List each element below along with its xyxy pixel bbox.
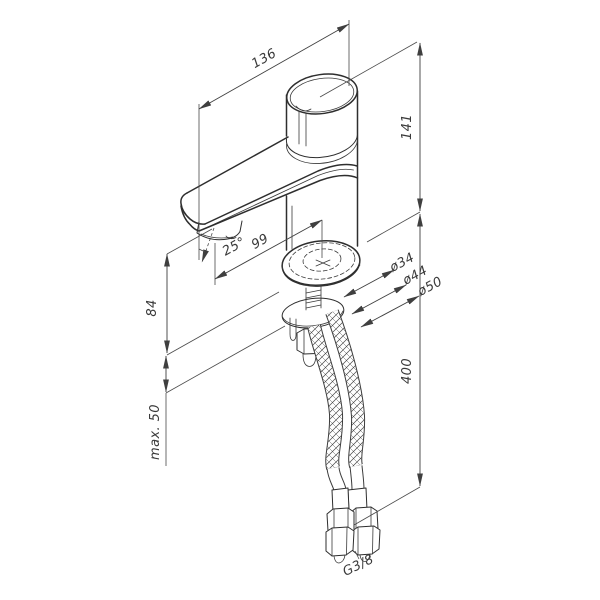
dim-label-84: 84 xyxy=(145,299,160,316)
spray-direction-line xyxy=(201,227,215,263)
supply-hoses xyxy=(307,309,381,564)
stud-bolt xyxy=(289,317,297,341)
dim-label-400: 400 xyxy=(400,358,415,384)
hose-rear-end xyxy=(350,465,364,491)
dimension-84: 84 xyxy=(145,228,213,354)
handle-top-ellipse xyxy=(285,73,359,115)
dimension-99: 99 xyxy=(214,219,323,285)
handle-top-inner-ellipse xyxy=(289,77,355,113)
spout-nose-top xyxy=(180,192,206,225)
spout-back-edge xyxy=(186,136,289,194)
center-cross xyxy=(315,259,331,267)
dimension-141: 141 xyxy=(319,41,423,212)
ext-line-counter-bottom xyxy=(165,325,286,394)
fitting-tip-front xyxy=(333,554,346,564)
hose-rear-braid xyxy=(326,309,365,468)
dim-line-dia50 xyxy=(360,295,420,328)
dim-line-99 xyxy=(214,219,323,280)
dim-label-max50: max. 50 xyxy=(148,404,163,460)
dimension-max50: max. 50 xyxy=(148,325,286,466)
handle-seam-lines xyxy=(298,110,307,147)
faucet-body xyxy=(180,73,359,251)
fitting-nut2-rear xyxy=(351,525,381,556)
dim-label-99: 99 xyxy=(249,231,271,253)
base-side-ticks xyxy=(282,259,361,270)
deck-reference xyxy=(166,211,421,356)
handle-bottom-ring xyxy=(285,134,358,159)
ext-line-handle-top xyxy=(319,41,418,98)
dimension-400: 400 xyxy=(353,213,423,526)
hose-front-end xyxy=(327,467,346,492)
shank-threads xyxy=(305,289,322,309)
base-bottom-rim xyxy=(282,264,360,287)
spout-bottom-edge xyxy=(180,174,359,232)
dim-line-dia44 xyxy=(351,284,407,315)
fitting-nut2-rear-facets xyxy=(357,526,374,556)
deck-line-left xyxy=(166,291,280,356)
dimension-136: 136 xyxy=(198,20,350,260)
dim-label-thread: G3/8 xyxy=(341,552,377,580)
ext-line-hose-end xyxy=(353,486,421,526)
spout-front-top-edge xyxy=(204,163,358,225)
dimension-25deg: 25° xyxy=(198,227,249,263)
dim-label-136: 136 xyxy=(249,46,279,72)
fitting-nut2-front xyxy=(325,526,355,557)
fitting-nut2-front-facets xyxy=(331,527,348,557)
angle-arc xyxy=(198,248,206,252)
ext-line-outlet xyxy=(166,228,213,255)
handle-bottom-ring-2 xyxy=(286,139,358,164)
spout-front-inner-edge xyxy=(205,168,354,229)
hose-front-braid xyxy=(308,324,343,470)
dim-line-136 xyxy=(198,23,350,110)
stud-tip xyxy=(302,353,317,367)
deck-line-right xyxy=(366,211,421,243)
thread-leader-line xyxy=(354,550,360,560)
fitting-tip-rear xyxy=(359,553,371,562)
dim-label-141: 141 xyxy=(400,114,415,140)
